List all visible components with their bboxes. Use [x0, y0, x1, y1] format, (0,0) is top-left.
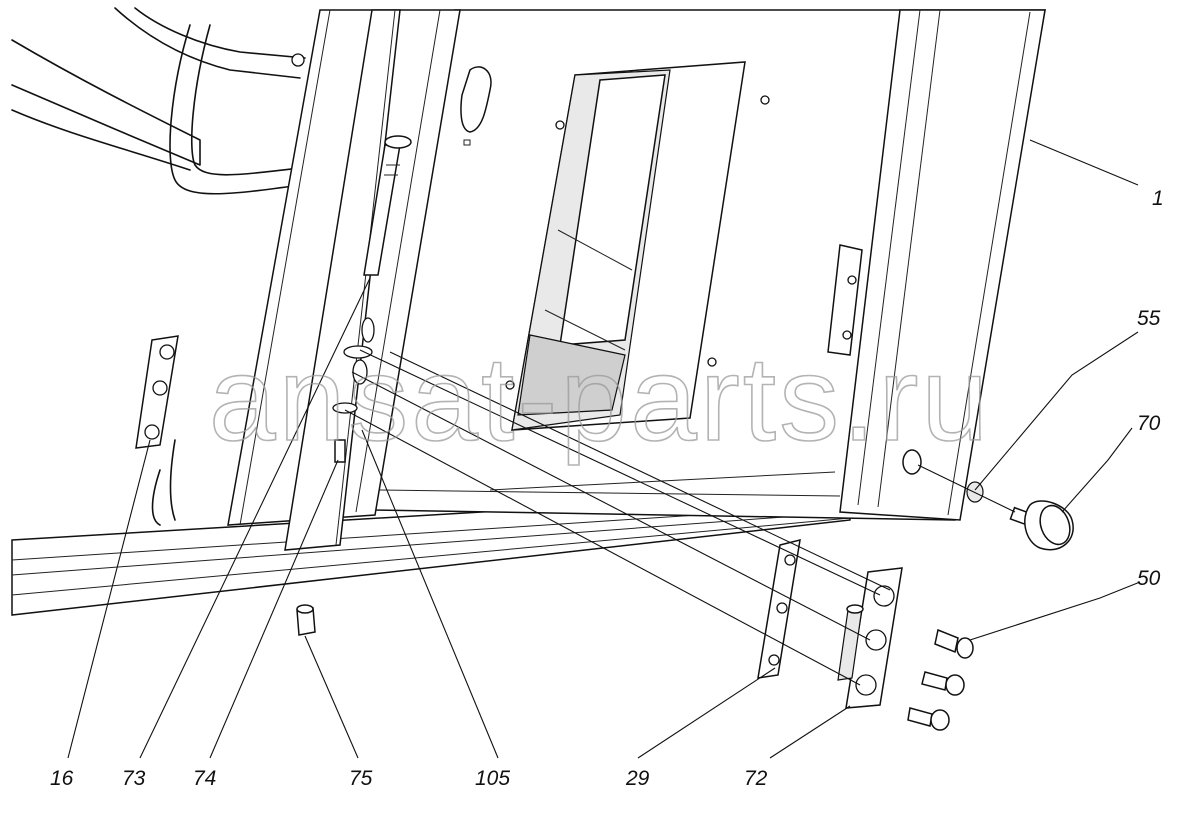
- part-29-strap-plate: [757, 538, 801, 679]
- callout-labels: 1 55 70 50 16 73 74 75 105 29 72: [50, 187, 1164, 790]
- callout-72: 72: [744, 767, 768, 790]
- door-pillar: [227, 9, 461, 551]
- door-panel: [374, 9, 1046, 521]
- part-70-knob: [1009, 500, 1074, 551]
- callout-75: 75: [349, 767, 373, 790]
- leader-lines: [67, 139, 1141, 759]
- callout-29: 29: [625, 767, 650, 790]
- watermark-text: ansat-parts.ru: [209, 332, 991, 466]
- part-75-bushing: [296, 604, 316, 636]
- callout-105: 105: [475, 767, 510, 790]
- part-72-hinge-leaf: [837, 567, 903, 709]
- part-55-nut: [902, 449, 984, 503]
- callout-1: 1: [1152, 187, 1164, 210]
- part-50-screws: [907, 628, 974, 731]
- part-16-hinge-plate: [135, 335, 179, 449]
- callout-16: 16: [50, 767, 74, 790]
- callout-73: 73: [122, 767, 146, 790]
- frame-structure: [11, 7, 309, 526]
- callout-55: 55: [1137, 307, 1161, 330]
- callout-70: 70: [1137, 412, 1161, 435]
- callout-50: 50: [1137, 567, 1161, 590]
- callout-74: 74: [193, 767, 216, 790]
